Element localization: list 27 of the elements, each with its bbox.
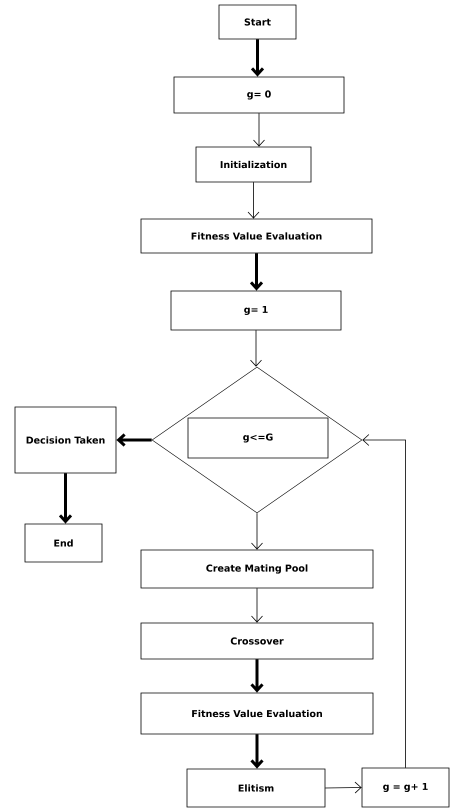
- process-box: Crossover: [140, 622, 374, 660]
- arrow: [250, 330, 262, 367]
- process-box: End: [24, 524, 102, 562]
- process-box: Fitness Value Evaluation: [140, 218, 372, 254]
- process-box: g = g+ 1: [362, 768, 450, 808]
- arrow: [116, 433, 152, 447]
- arrow: [250, 734, 264, 769]
- arrow: [362, 434, 406, 768]
- process-box: g= 0: [174, 76, 344, 114]
- arrow: [251, 588, 263, 623]
- process-box: g<=G: [188, 418, 328, 458]
- process-box: Decision Taken: [14, 406, 116, 474]
- decision-diamond: [152, 366, 362, 514]
- process-box: g= 1: [170, 290, 342, 330]
- arrow: [251, 512, 263, 550]
- process-box: Fitness Value Evaluation: [140, 692, 374, 734]
- arrow: [253, 113, 265, 147]
- process-box: Start: [218, 4, 296, 40]
- arrow: [58, 473, 72, 524]
- process-box: Elitism: [186, 768, 326, 808]
- process-box: Create Mating Pool: [140, 550, 374, 588]
- arrow: [250, 659, 264, 693]
- arrow: [325, 782, 362, 794]
- arrow: [248, 182, 260, 219]
- arrow: [250, 39, 264, 77]
- process-box: Initialization: [196, 146, 312, 182]
- arrow: [250, 253, 264, 291]
